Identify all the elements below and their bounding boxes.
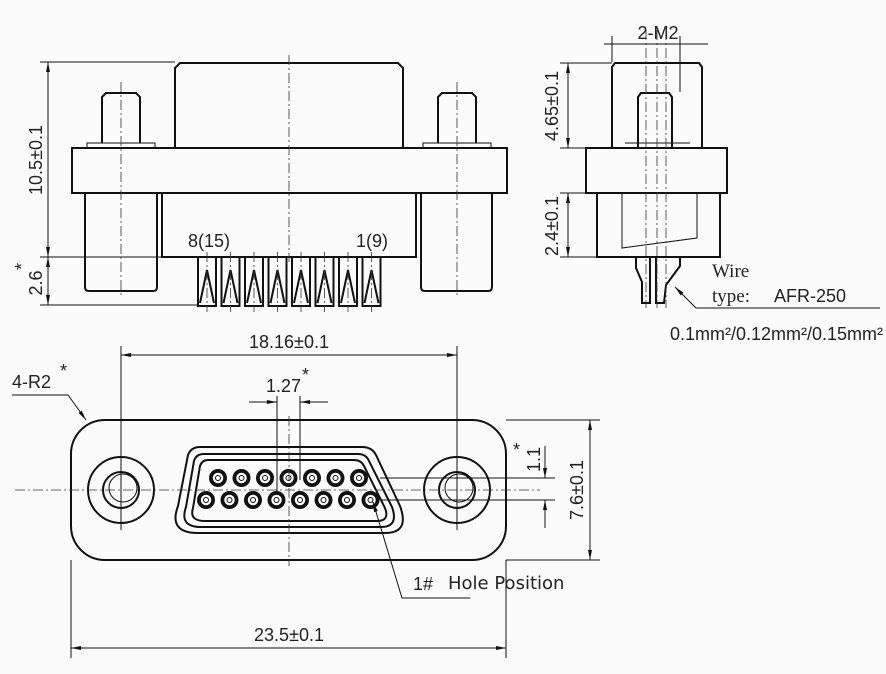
side-flange [585,147,728,194]
upper-height-dimension: 4.65±0.1 [542,71,562,141]
contact-hole [350,469,368,487]
left-post [101,92,141,143]
corner-radius-mark: * [60,361,67,381]
contact-tail [197,252,217,312]
right-post [437,92,477,143]
height-dimension: 10.5±0.1 [26,125,46,195]
contact-hole [220,491,239,509]
contact-hole [197,491,215,509]
corner-radius-dimension: 4-R2 [12,372,51,392]
contact-tail [244,252,264,312]
contact-hole [338,491,356,509]
pitch-mark: * [302,365,309,385]
left-standoff [84,193,158,292]
front-elevation-view: 8(15) 1(9) 10.5±0.1 2.6 * [12,55,508,312]
contact-tail [267,252,288,312]
contact-hole [303,469,321,487]
hole-position-label: Hole Position [448,573,564,594]
contact-tail [291,252,311,312]
contact-hole [244,491,262,509]
contact-tail [220,252,241,312]
contact-tail [361,252,382,312]
contact-hole [232,469,251,487]
pin-label-8-15: 8(15) [188,231,230,251]
pitch-dimension: 1.27 [266,376,301,396]
contact-tail [338,252,358,312]
pin-length-mark: * [12,263,32,270]
contact-hole [361,491,380,509]
side-insulator [596,192,721,258]
length-dimension: 23.5±0.1 [254,625,324,645]
contact-tail [314,252,335,312]
plan-view: 18.16±0.1 1.27 * 4-R2 * 1.1 * 7.6±0.1 23… [12,332,600,658]
wire-sizes: 0.1mm²/0.12mm²/0.15mm² [670,324,883,344]
hole-marker: 1# [413,574,433,594]
right-standoff [420,193,493,292]
side-post [637,92,673,148]
contact-hole [209,469,227,487]
contact-hole [267,491,286,509]
pin-length-dimension: 2.6 [26,270,46,295]
flange [71,147,508,194]
side-view: 2-M2 4.65±0.1 2.4±0.1 Wire type: AFR-250… [542,23,883,344]
width-dimension: 7.6±0.1 [567,460,587,520]
thread-dimension: 2-M2 [637,23,678,43]
mount-spacing-dimension: 18.16±0.1 [249,332,329,352]
wire-type: AFR-250 [774,286,846,306]
row-spacing-mark: * [513,440,520,460]
row-spacing-dimension: 1.1 [524,447,544,472]
contact-hole [326,469,345,487]
side-pins [635,257,681,304]
contact-hole [256,469,274,487]
pin-label-1-9: 1(9) [356,231,388,251]
contact-hole [279,469,298,487]
lower-height-dimension: 2.4±0.1 [542,196,562,256]
contact-hole [291,491,309,509]
contact-hole [314,491,333,509]
d-shell-outer [174,446,404,534]
wire-type-prefix: type: [712,286,750,307]
wire-label: Wire [712,261,749,282]
